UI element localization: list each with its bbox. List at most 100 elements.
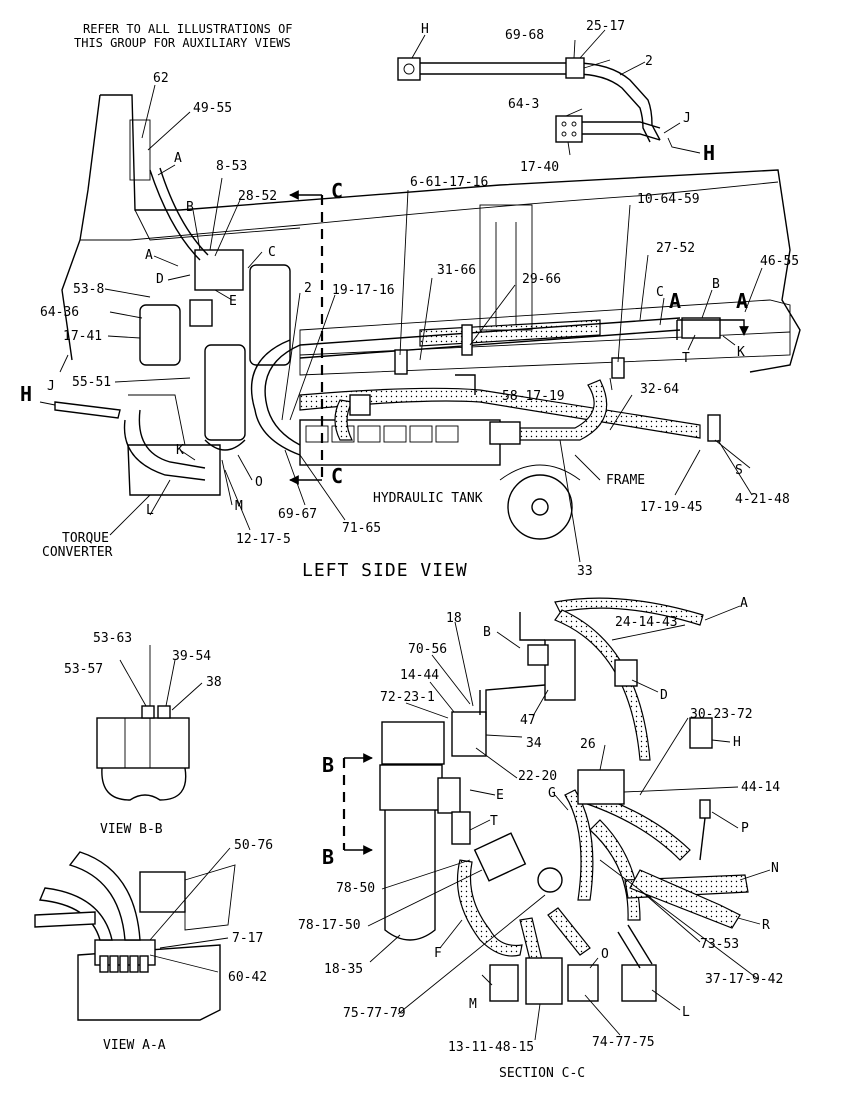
callout-sec-b: B — [483, 625, 491, 640]
callout-left-b2: B — [712, 277, 720, 292]
callout-47: 47 — [520, 713, 536, 728]
callout-53-8: 53-8 — [73, 282, 104, 297]
callout-7-17: 7-17 — [232, 931, 263, 946]
callout-25-17: 25-17 — [586, 19, 625, 34]
callout-75-77-79: 75-77-79 — [343, 1006, 406, 1021]
callout-28-52: 28-52 — [238, 189, 277, 204]
callout-left-c: C — [268, 245, 276, 260]
header-note: REFER TO ALL ILLUSTRATIONS OF THIS GROUP… — [74, 22, 293, 50]
callout-39-54: 39-54 — [172, 649, 211, 664]
callout-34: 34 — [526, 736, 542, 751]
view-a-a-drawing: 50-76 7-17 60-42 VIEW A-A — [34, 838, 273, 1053]
callout-sec-g: G — [548, 786, 556, 801]
callout-left-h: H — [20, 382, 32, 406]
callout-38: 38 — [206, 675, 222, 690]
callout-sec-l: L — [682, 1005, 690, 1020]
callout-left-s: S — [735, 463, 743, 478]
callout-sec-a: A — [740, 596, 748, 611]
callout-sec-e: E — [496, 788, 504, 803]
callout-46-55: 46-55 — [760, 254, 799, 269]
section-marker-a-left: A — [669, 289, 681, 313]
label-frame: FRAME — [606, 473, 645, 488]
callout-top-h: H — [421, 22, 429, 37]
callout-70-56: 70-56 — [408, 642, 447, 657]
callout-50-76: 50-76 — [234, 838, 273, 853]
callout-left-m: M — [235, 499, 243, 514]
section-marker-c-top: C — [331, 179, 343, 203]
callout-17-40: 17-40 — [520, 160, 559, 175]
callout-8-53: 8-53 — [216, 159, 247, 174]
callout-14-44: 14-44 — [400, 668, 439, 683]
callout-64-3: 64-3 — [508, 97, 539, 112]
view-title-b-b: VIEW B-B — [100, 822, 163, 837]
callout-sec-d: D — [660, 688, 668, 703]
callout-left-b: B — [186, 200, 194, 215]
callout-53-63: 53-63 — [93, 631, 132, 646]
callout-13-11-48-15: 13-11-48-15 — [448, 1040, 534, 1055]
callout-73-53: 73-53 — [700, 937, 739, 952]
callout-sec-m: M — [469, 997, 477, 1012]
view-title-section-c-c: SECTION C-C — [499, 1066, 585, 1081]
callout-49-55: 49-55 — [193, 101, 232, 116]
callout-24-14-43: 24-14-43 — [615, 615, 678, 630]
section-marker-b-bottom: B — [322, 845, 334, 869]
callout-31-66: 31-66 — [437, 263, 476, 278]
callout-sec-h: H — [733, 735, 741, 750]
callout-22-20: 22-20 — [518, 769, 557, 784]
callout-10-64-59: 10-64-59 — [637, 192, 700, 207]
callout-19-17-16: 19-17-16 — [332, 283, 395, 298]
callout-left-a2: A — [145, 248, 153, 263]
callout-6-61-17-16: 6-61-17-16 — [410, 175, 488, 190]
callout-55-51: 55-51 — [72, 375, 111, 390]
callout-71-65: 71-65 — [342, 521, 381, 536]
callout-58-17-19: 58-17-19 — [502, 389, 565, 404]
callout-sec-o: O — [601, 947, 609, 962]
callout-33: 33 — [577, 564, 593, 579]
callout-4-21-48: 4-21-48 — [735, 492, 790, 507]
section-c-c-drawing: 18 70-56 B 14-44 72-23-1 47 24-14-43 A D… — [298, 596, 783, 1081]
callout-60-42: 60-42 — [228, 970, 267, 985]
callout-69-68: 69-68 — [505, 28, 544, 43]
callout-left-o: O — [255, 475, 263, 490]
callout-69-67: 69-67 — [278, 507, 317, 522]
left-side-view-drawing: 62 49-55 A 8-53 28-52 B A D C E 53-8 64-… — [20, 71, 801, 581]
callout-18: 18 — [446, 611, 462, 626]
view-title-left-side: LEFT SIDE VIEW — [302, 560, 468, 581]
header-note-line-1: REFER TO ALL ILLUSTRATIONS OF — [83, 22, 293, 36]
callout-44-14: 44-14 — [741, 780, 780, 795]
callout-74-77-75: 74-77-75 — [592, 1035, 655, 1050]
callout-left-2: 2 — [304, 281, 312, 296]
callout-top-2: 2 — [645, 54, 653, 69]
label-torque: TORQUE — [62, 531, 109, 546]
callout-left-e: E — [229, 294, 237, 309]
section-marker-a-right: A — [736, 289, 748, 313]
callout-32-64: 32-64 — [640, 382, 679, 397]
callout-left-l: L — [146, 503, 154, 518]
label-converter: CONVERTER — [42, 545, 113, 560]
header-note-line-2: THIS GROUP FOR AUXILIARY VIEWS — [74, 36, 291, 50]
callout-sec-f: F — [434, 946, 442, 961]
callout-left-c2: C — [656, 285, 664, 300]
callout-sec-r: R — [762, 918, 770, 933]
callout-72-23-1: 72-23-1 — [380, 690, 435, 705]
section-marker-c-bottom: C — [331, 464, 343, 488]
callout-30-23-72: 30-23-72 — [690, 707, 753, 722]
callout-top-j: J — [683, 111, 691, 126]
callout-left-d: D — [156, 272, 164, 287]
callout-left-k2: K — [737, 345, 745, 360]
callout-78-50: 78-50 — [336, 881, 375, 896]
callout-53-57: 53-57 — [64, 662, 103, 677]
callout-left-k: K — [176, 443, 184, 458]
label-hydraulic-tank: HYDRAULIC TANK — [373, 491, 483, 506]
callout-left-t: T — [682, 351, 690, 366]
callout-left-j: J — [47, 379, 55, 394]
callout-12-17-5: 12-17-5 — [236, 532, 291, 547]
callout-sec-t: T — [490, 814, 498, 829]
callout-17-41: 17-41 — [63, 329, 102, 344]
callout-64-36: 64-36 — [40, 305, 79, 320]
callout-27-52: 27-52 — [656, 241, 695, 256]
callout-top-h-big: H — [703, 141, 715, 165]
callout-37-17-9-42: 37-17-9-42 — [705, 972, 783, 987]
callout-62: 62 — [153, 71, 169, 86]
